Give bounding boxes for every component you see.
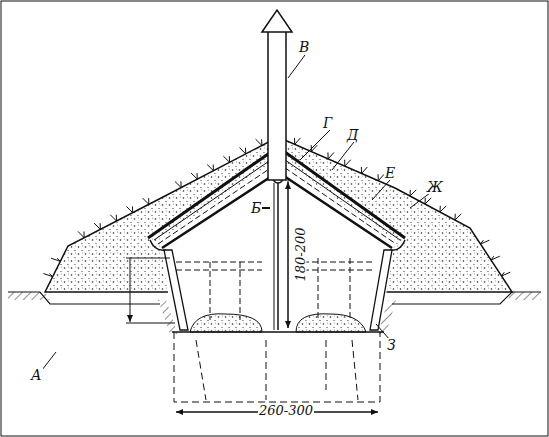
grass-tuft xyxy=(191,173,197,179)
grass-tuft xyxy=(239,148,245,154)
grass-tuft xyxy=(361,167,367,173)
grass-tuft xyxy=(207,165,213,171)
part-letter: Б xyxy=(250,201,262,215)
part-letter: Е xyxy=(384,166,396,180)
grass-tuft xyxy=(223,156,229,162)
grass-tuft xyxy=(440,206,446,212)
part-letter: Д xyxy=(346,128,359,142)
grass-tuft xyxy=(328,152,334,158)
grass-tuft xyxy=(481,240,490,244)
part-letter: З xyxy=(386,338,397,352)
grass-tuft xyxy=(491,256,500,260)
grass-tuft xyxy=(345,160,351,166)
dimension: 260-300 xyxy=(258,404,314,417)
grass-tuft xyxy=(295,138,301,144)
grass-tuft xyxy=(175,181,181,187)
grass-tuft xyxy=(455,214,461,220)
grass-tuft xyxy=(256,139,262,145)
grass-tuft xyxy=(43,274,52,277)
part-letter: А xyxy=(30,368,43,382)
grass-tuft xyxy=(502,272,511,276)
grass-tuft xyxy=(94,223,100,229)
grass-tuft xyxy=(410,190,416,196)
grass-tuft xyxy=(311,145,317,151)
grass-tuft xyxy=(78,231,84,237)
grass-tuft xyxy=(143,198,149,204)
grass-tuft xyxy=(51,258,60,261)
part-letter: Ж xyxy=(426,180,444,194)
grass-tuft xyxy=(110,215,116,221)
part-letter: Г xyxy=(322,116,333,130)
dimension: 180-200 xyxy=(294,226,307,282)
grass-tuft xyxy=(126,206,132,212)
part-letter: В xyxy=(298,40,310,54)
grass-tuft xyxy=(425,198,431,204)
